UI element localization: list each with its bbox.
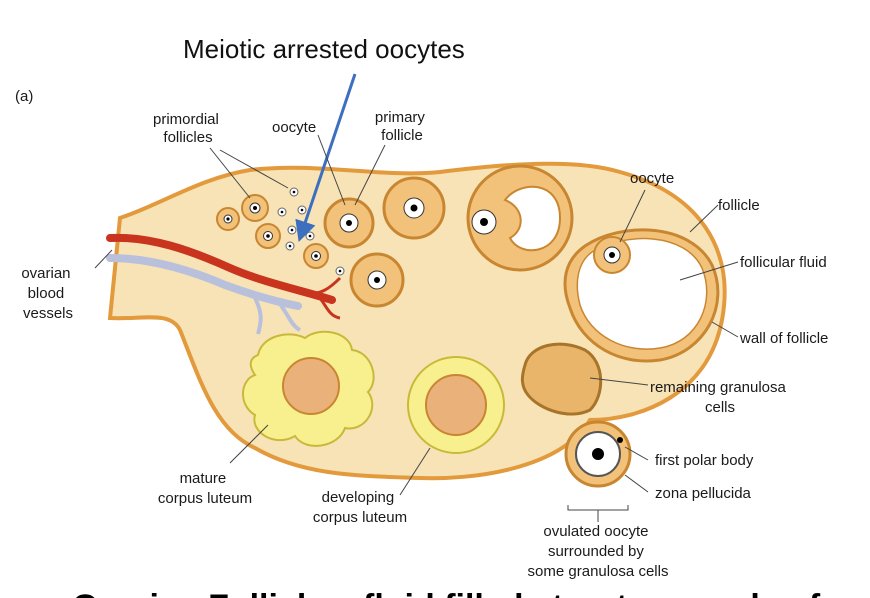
bottom-caption: Ovarian Follicle – fluid filled structur…: [72, 588, 821, 598]
vein: [106, 254, 302, 310]
leader-lines: [94, 134, 739, 522]
ruptured-follicle: [520, 342, 603, 416]
artery-branch: [299, 276, 342, 320]
secondary-follicle: [466, 164, 574, 272]
label-remaining-granulosa: remaining granulosa cells: [650, 379, 790, 416]
label-zona-pellucida: zona pellucida: [655, 485, 752, 502]
primordial-follicles: [216, 187, 345, 276]
diagram-title: Meiotic arrested oocytes: [183, 34, 465, 64]
label-oocyte-top: oocyte: [272, 119, 316, 136]
panel-label: (a): [15, 88, 33, 105]
label-primordial-follicles: primordial follicles: [153, 111, 223, 146]
label-oocyte-right: oocyte: [630, 170, 674, 187]
label-primary-follicle: primary follicle: [375, 109, 429, 144]
mature-corpus-luteum: [242, 330, 375, 447]
label-developing-corpus-luteum: developing corpus luteum: [313, 489, 407, 526]
label-follicular-fluid: follicular fluid: [740, 254, 827, 271]
developing-corpus-luteum: [407, 356, 505, 454]
title-arrow: [295, 73, 357, 242]
primary-follicles: [323, 176, 446, 308]
label-follicle: follicle: [718, 197, 760, 214]
graafian-follicle: [563, 228, 720, 363]
label-ovarian-blood-vessels: ovarian blood vessels: [21, 265, 74, 322]
label-mature-corpus-luteum: mature corpus luteum: [158, 470, 252, 507]
label-wall-of-follicle: wall of follicle: [739, 330, 828, 347]
label-ovulated-oocyte: ovulated oocyte surrounded by some granu…: [528, 523, 669, 580]
label-first-polar-body: first polar body: [655, 452, 754, 469]
vein-branch: [253, 297, 302, 335]
ovulated-oocyte: [564, 420, 632, 488]
labels: primordial follicles oocyte primary foll…: [21, 109, 828, 580]
artery: [106, 233, 336, 304]
